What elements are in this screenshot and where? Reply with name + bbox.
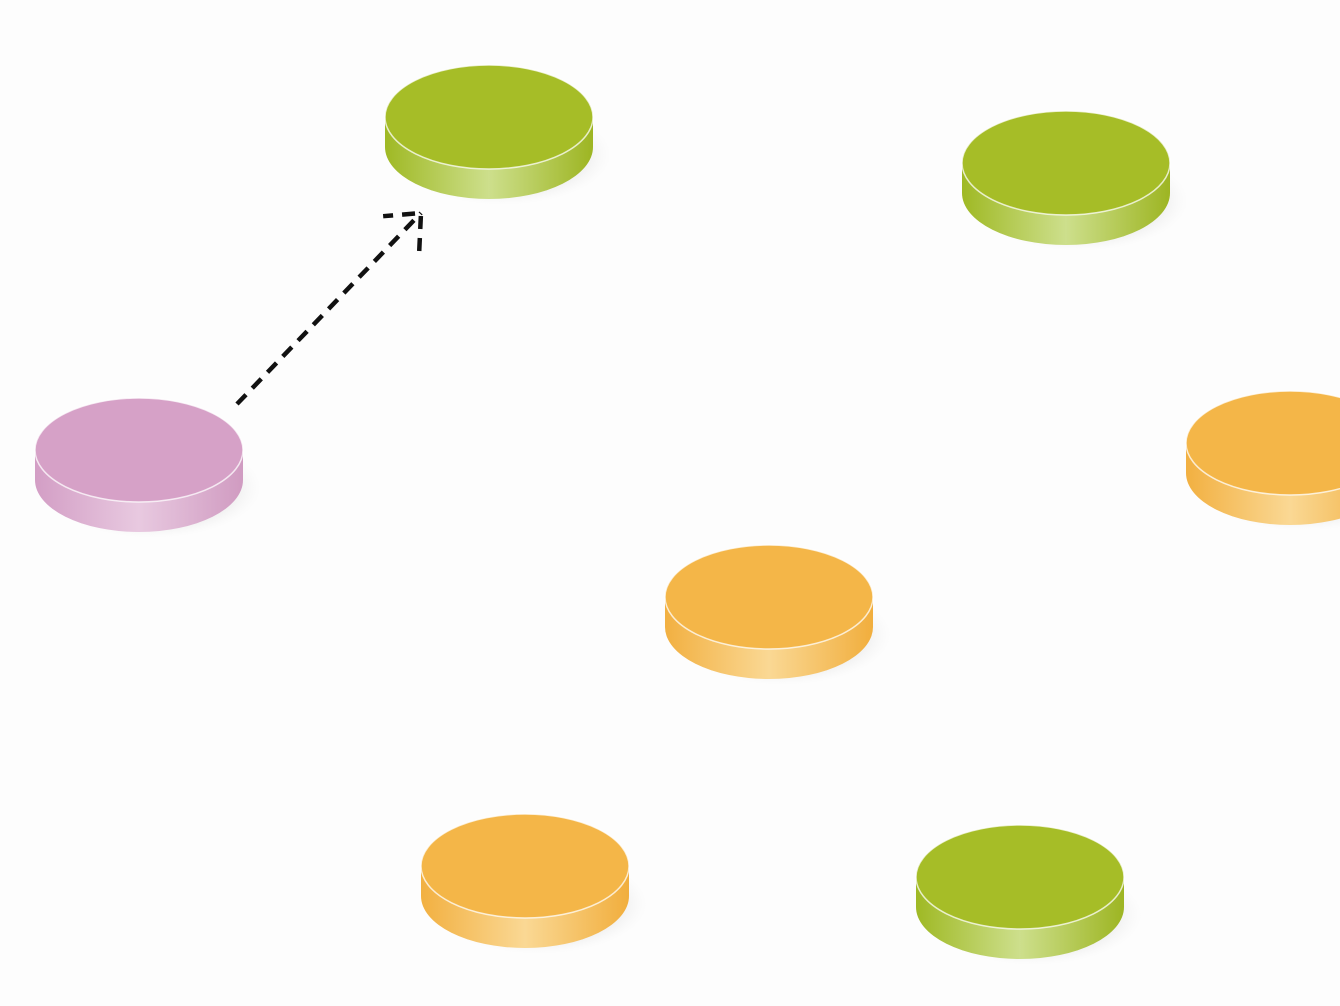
node-pink-top bbox=[34, 397, 244, 503]
node-orange-bottom bbox=[420, 813, 647, 954]
edge-line bbox=[235, 211, 423, 406]
edges-layer bbox=[235, 210, 424, 406]
edge-arrowhead bbox=[382, 210, 424, 252]
node-orange-right-top bbox=[1185, 390, 1340, 496]
node-pink bbox=[34, 397, 261, 538]
node-green-top-top bbox=[384, 64, 594, 170]
nodes-layer bbox=[34, 64, 1340, 965]
node-orange-bottom-top bbox=[420, 813, 630, 919]
node-orange-center bbox=[664, 544, 891, 685]
edge-node-pink-to-node-green-top bbox=[235, 210, 424, 406]
node-orange-center-top bbox=[664, 544, 874, 650]
node-orange-right bbox=[1185, 390, 1340, 531]
node-green-top bbox=[384, 64, 611, 205]
node-green-bottom-top bbox=[915, 824, 1125, 930]
node-green-right-top bbox=[961, 110, 1171, 216]
node-green-bottom bbox=[915, 824, 1142, 965]
node-green-right bbox=[961, 110, 1188, 251]
